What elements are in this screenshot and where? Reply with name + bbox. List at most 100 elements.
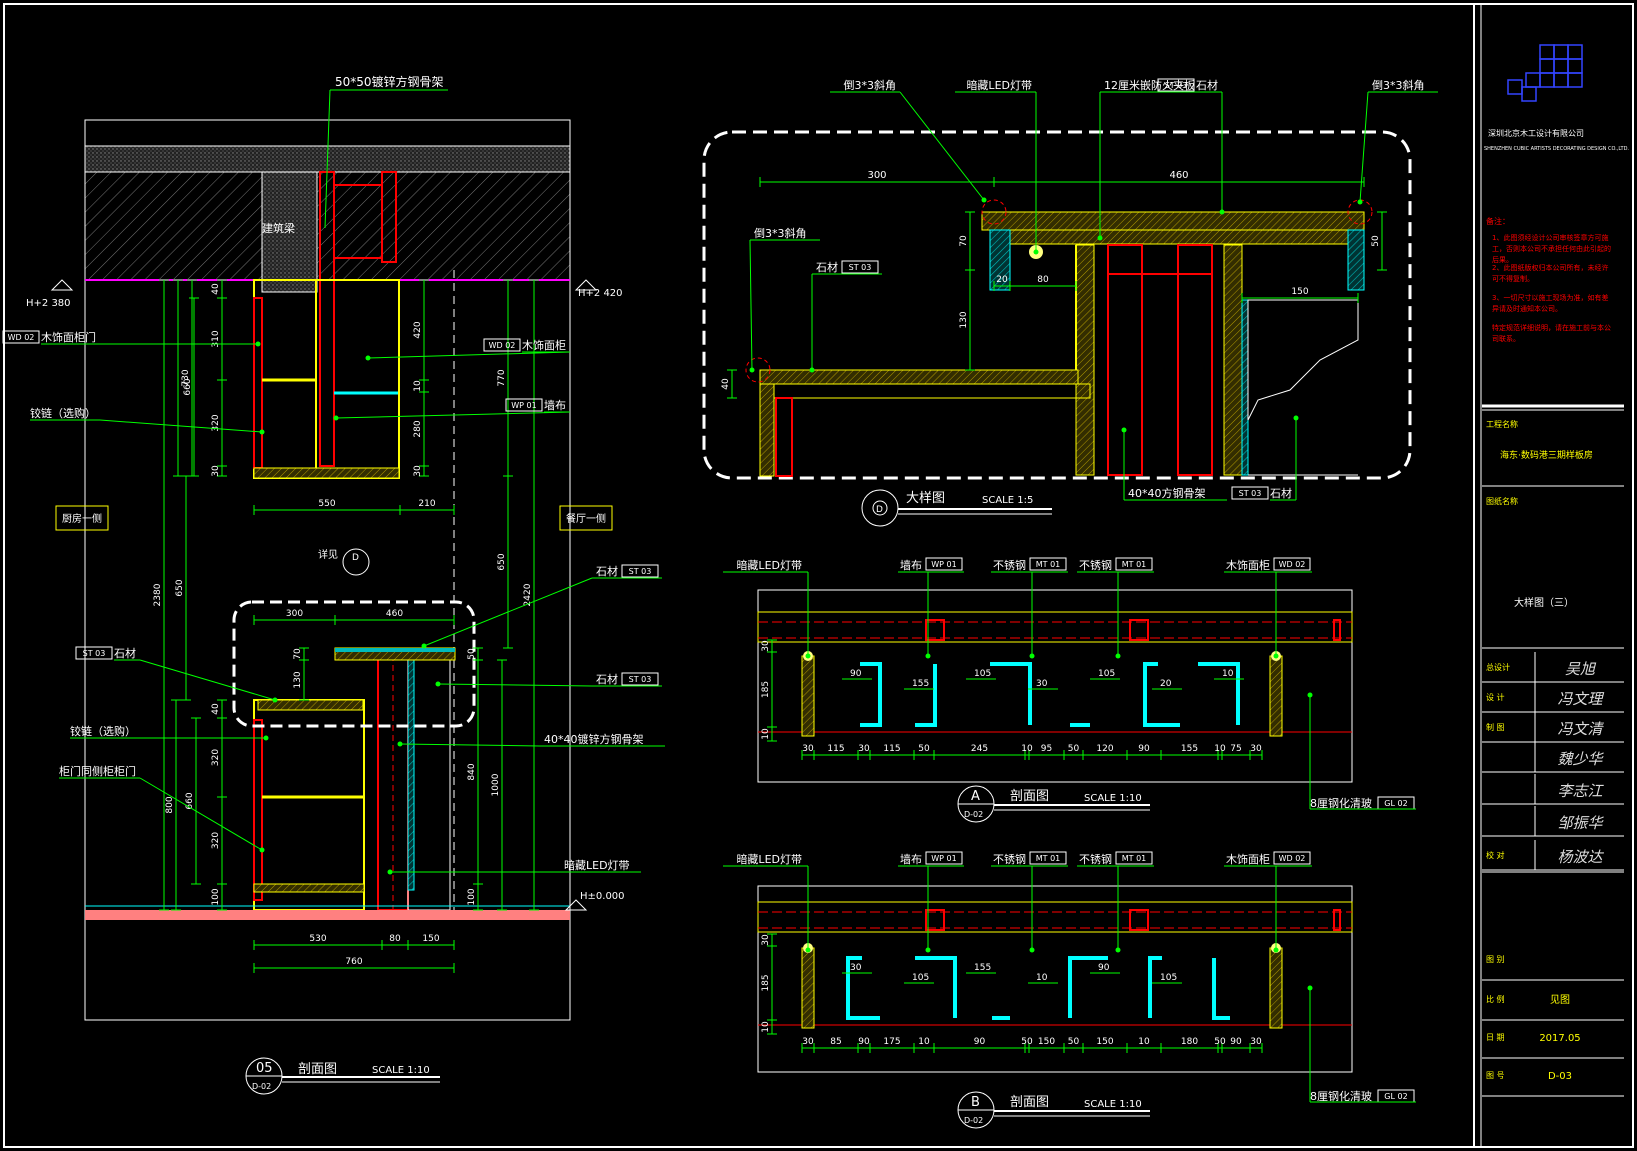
level-floor: H±0.000 xyxy=(580,891,625,902)
secB-bottom-label: 85 xyxy=(830,1037,841,1047)
level-marker-floor xyxy=(564,899,588,911)
secB-inner-dim: 105 xyxy=(912,973,929,983)
c05-l3-text: 石材 xyxy=(114,646,136,660)
note-line: 3、一切尺寸以施工现场为准，如有差 xyxy=(1492,293,1608,302)
c05-l0-tag: WD 02 xyxy=(8,333,35,342)
cD-b1-dot xyxy=(1293,415,1299,421)
detail-d-frame xyxy=(702,130,1412,480)
detail-top-glass-left xyxy=(989,229,1011,291)
c05-l1-text: 铰链（选购） xyxy=(30,406,96,420)
secB-top-tag-box xyxy=(1029,851,1067,865)
section-05-number: 05 xyxy=(256,1061,273,1076)
dim05-100r-label: 100 xyxy=(467,888,477,905)
dim05-770-label: 770 xyxy=(497,369,507,386)
secA-top-text: 木饰面柜 xyxy=(1226,558,1270,572)
counter-glass xyxy=(335,648,455,652)
field-value: 2017.05 xyxy=(1539,1033,1580,1044)
secB-glass-dot xyxy=(1307,985,1313,991)
cD-b1-tag: ST 03 xyxy=(1239,489,1262,498)
section-05-ref: D-02 xyxy=(252,1082,271,1091)
detail-stone-right xyxy=(1247,299,1359,421)
section-a-ref: D-02 xyxy=(964,810,983,819)
dim05-800-label: 800 xyxy=(165,796,175,813)
note-line: 1、此图须经设计公司审核签章方可施 xyxy=(1492,233,1608,242)
c05-r3-dot xyxy=(421,643,427,649)
section-a-block-1 xyxy=(925,619,945,641)
section-b-block-1 xyxy=(925,909,945,931)
detail-d xyxy=(702,130,1412,480)
secB-left-label: 10 xyxy=(761,1021,771,1033)
upper-bottom xyxy=(253,467,400,479)
secB-top-tag: MT 01 xyxy=(1036,854,1061,863)
cD-t3-text: 石材 xyxy=(1196,78,1218,92)
c05-r3-tag-box xyxy=(621,564,659,578)
secA-inner-dim: 10 xyxy=(1222,669,1234,679)
project-name: 海东·数码港三期样板房 xyxy=(1500,449,1593,461)
secB-bottom-label: 50 xyxy=(1021,1037,1033,1047)
section-a-top-band xyxy=(757,611,1353,643)
note-line: 司联系。 xyxy=(1492,334,1520,343)
project-label: 工程名称 xyxy=(1486,419,1518,429)
dim05-1000-label: 1000 xyxy=(491,773,501,796)
detail-steel-2 xyxy=(1177,244,1213,476)
secB-top-tag: WP 01 xyxy=(931,854,956,863)
c05-r6-dot xyxy=(387,869,393,875)
secB-glass-text: 8厘钢化清玻 xyxy=(1310,1089,1372,1103)
c05-r0-tag: WD 02 xyxy=(489,341,516,350)
dim05-upper730-label: 730 xyxy=(181,369,191,386)
detail-corner-3 xyxy=(745,357,771,383)
detail-d-title-inner xyxy=(872,500,888,516)
secB-top-text: 墙布 xyxy=(900,852,922,866)
secA-inner-dim: 90 xyxy=(850,669,862,679)
lower-cabinet xyxy=(253,699,365,911)
secA-top-tag-box xyxy=(1115,557,1153,571)
c05-r0-dot xyxy=(365,355,371,361)
role-signature: 杨波达 xyxy=(1557,848,1604,866)
dim05-lower-label: 320 xyxy=(211,749,221,766)
glass-panel xyxy=(407,659,415,891)
dim05-right-upper-label: 420 xyxy=(413,321,423,338)
secA-bottom-label: 30 xyxy=(858,744,870,754)
secA-top-tag: MT 01 xyxy=(1122,560,1147,569)
roles-table: 总设计吴旭设 计冯文理制 图冯文清魏少华李志江邹振华校 对杨波达 xyxy=(1482,652,1624,871)
secA-top-text: 墙布 xyxy=(900,558,922,572)
detail-d-title: D 大样图 SCALE 1:5 xyxy=(861,489,1052,527)
detail-counter-steel xyxy=(775,397,793,477)
cD-t0-dot xyxy=(981,197,987,203)
notes-title: 备注： xyxy=(1486,216,1510,226)
note-line: 可不得复制。 xyxy=(1492,274,1534,283)
secA-bottom-label: 30 xyxy=(802,744,814,754)
detail-top-stone xyxy=(981,211,1365,231)
secB-top-tag: WD 02 xyxy=(1279,854,1306,863)
c05-r4-leader xyxy=(437,683,593,687)
secA-bottom-label: 75 xyxy=(1230,744,1241,754)
secB-top-text: 木饰面柜 xyxy=(1226,852,1270,866)
dining-side-label: 餐厅一侧 xyxy=(566,512,606,525)
c05-l3-tag-box xyxy=(75,646,113,660)
cD-t5-text: 倒3*3斜角 xyxy=(1372,79,1425,92)
cD-t2-dot xyxy=(1097,235,1103,241)
secA-top-dot xyxy=(1273,653,1279,659)
dim05-bottom-label: 530 xyxy=(309,934,326,944)
role-signature: 冯文理 xyxy=(1557,690,1604,708)
secB-top-dot xyxy=(1273,947,1279,953)
secB-left-label: 185 xyxy=(761,974,771,991)
floor xyxy=(85,910,570,920)
cD-b0-text: 40*40方钢骨架 xyxy=(1128,486,1206,500)
upper-cabinet-door xyxy=(253,297,263,469)
secA-glass-text: 8厘钢化清玻 xyxy=(1310,796,1372,810)
section-b-profile-1 xyxy=(846,956,880,1020)
title-block: 深圳北京木工设计有限公司 SHENZHEN CUBIC ARTISTS DECO… xyxy=(1482,44,1629,1097)
c05-r5-dot xyxy=(397,741,403,747)
field-value: D-03 xyxy=(1548,1071,1572,1082)
secB-bottom-label: 10 xyxy=(1138,1037,1150,1047)
company-name-en: SHENZHEN CUBIC ARTISTS DECORATING DESIGN… xyxy=(1484,146,1629,152)
field-label: 图 别 xyxy=(1486,955,1505,964)
secA-bottom-label: 50 xyxy=(1068,744,1080,754)
role-signature: 邹振华 xyxy=(1557,814,1604,832)
